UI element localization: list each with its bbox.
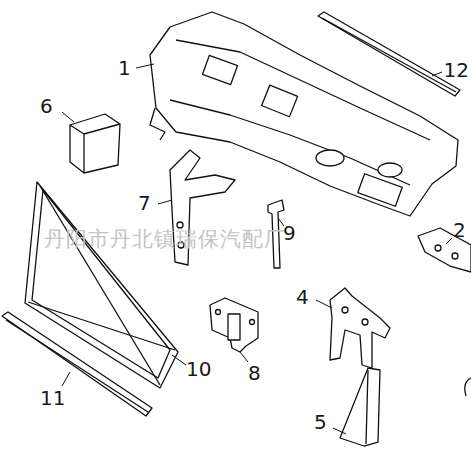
x-frame	[25, 182, 178, 388]
callout-number: 5	[314, 412, 327, 432]
lower-rail	[2, 312, 152, 416]
upper-bar	[318, 12, 460, 96]
callout-number: 6	[40, 96, 53, 116]
callout-number: 7	[138, 193, 151, 213]
callout-number: 4	[296, 287, 309, 307]
callout-number: 8	[248, 363, 261, 383]
mount-bracket	[330, 288, 390, 368]
edge-part	[465, 378, 471, 396]
callout-number: 11	[40, 388, 65, 408]
callout-number: 1	[118, 58, 131, 78]
support-plate	[210, 298, 258, 352]
callout-number: 12	[444, 60, 469, 80]
vertical-strip	[340, 368, 380, 446]
callout-number: 2	[453, 220, 466, 240]
callout-number: 9	[283, 223, 296, 243]
watermark: 丹阳市丹北镇瑞保汽配厂	[44, 229, 286, 250]
control-module	[70, 114, 120, 173]
callout-number: 10	[186, 359, 211, 379]
